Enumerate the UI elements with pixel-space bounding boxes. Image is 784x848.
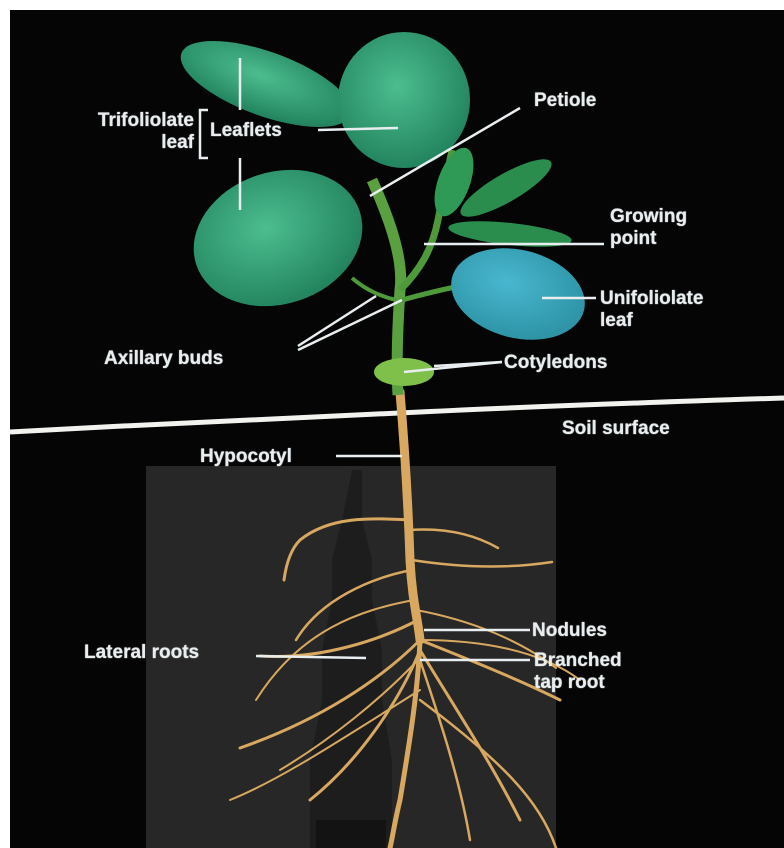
label-trifoliolate-leaf: Trifoliolate leaf: [48, 110, 194, 154]
label-soil-surface: Soil surface: [562, 418, 670, 440]
label-nodules: Nodules: [532, 620, 607, 642]
label-branched-tap-root: Branched tap root: [534, 650, 622, 694]
label-cotyledons: Cotyledons: [504, 352, 607, 374]
label-lateral-roots: Lateral roots: [84, 642, 199, 664]
label-growing-point: Growing point: [610, 206, 687, 250]
label-leaflets: Leaflets: [210, 120, 282, 142]
label-unifoliolate-leaf: Unifoliolate leaf: [600, 288, 703, 332]
label-hypocotyl: Hypocotyl: [200, 446, 292, 468]
label-axillary-buds: Axillary buds: [104, 348, 223, 370]
label-petiole: Petiole: [534, 90, 596, 112]
